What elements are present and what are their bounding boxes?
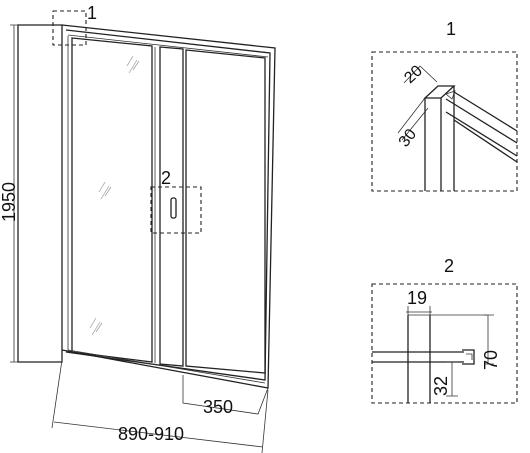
profile-notch xyxy=(445,90,456,100)
callout-box-2 xyxy=(150,186,202,234)
profile-top-face xyxy=(423,85,456,99)
door-elevation: 1 2 1950 350 890-910 xyxy=(0,3,276,453)
horizontal-profile xyxy=(445,91,518,163)
right-door-leaf xyxy=(185,49,266,374)
detail-2-title: 2 xyxy=(444,256,454,276)
handle-profile xyxy=(407,315,431,403)
wall-panel xyxy=(17,24,63,363)
detail-2: 2 19 70 32 xyxy=(371,256,518,404)
detail-2-dim-height-label: 70 xyxy=(481,350,501,370)
detail-2-frame xyxy=(371,283,518,404)
glass-reflections xyxy=(89,55,140,336)
top-profile xyxy=(67,34,269,58)
opening-dim-label: 350 xyxy=(203,397,233,417)
callout-label-1: 1 xyxy=(87,3,97,23)
bottom-profile xyxy=(67,349,266,384)
center-profile xyxy=(159,46,184,367)
callout-box-1 xyxy=(52,10,87,46)
left-door-leaf xyxy=(71,37,153,363)
door-handle xyxy=(170,197,177,219)
detail-1-dim-b-label: 30 xyxy=(396,126,420,151)
detail-2-dim-height-line xyxy=(484,314,494,365)
detail-1-frame xyxy=(371,51,518,192)
detail-1-title: 1 xyxy=(446,19,456,39)
seal-inner xyxy=(466,353,473,360)
detail-1-dim-b-line xyxy=(397,97,429,141)
width-dim-line xyxy=(51,359,269,453)
detail-2-dim-width-label: 19 xyxy=(407,288,427,308)
callout-label-2: 2 xyxy=(161,168,171,188)
detail-1-dim-a-label: 20 xyxy=(401,62,426,87)
width-dim-label: 890-910 xyxy=(118,424,184,444)
height-dim-label: 1950 xyxy=(0,182,19,222)
detail-2-dim-offset-line xyxy=(446,361,458,397)
detail-1: 1 20 30 xyxy=(371,19,518,192)
opening-dim-line xyxy=(182,375,269,415)
height-dim-line xyxy=(10,24,18,363)
profile-front xyxy=(424,98,442,191)
detail-2-dim-width-line xyxy=(406,306,432,316)
detail-1-dim-a-line xyxy=(403,65,438,84)
door-outer-frame xyxy=(61,24,276,389)
glass-panel xyxy=(372,351,464,363)
seal-profile xyxy=(462,349,475,365)
detail-2-dim-offset-label: 32 xyxy=(431,376,451,396)
